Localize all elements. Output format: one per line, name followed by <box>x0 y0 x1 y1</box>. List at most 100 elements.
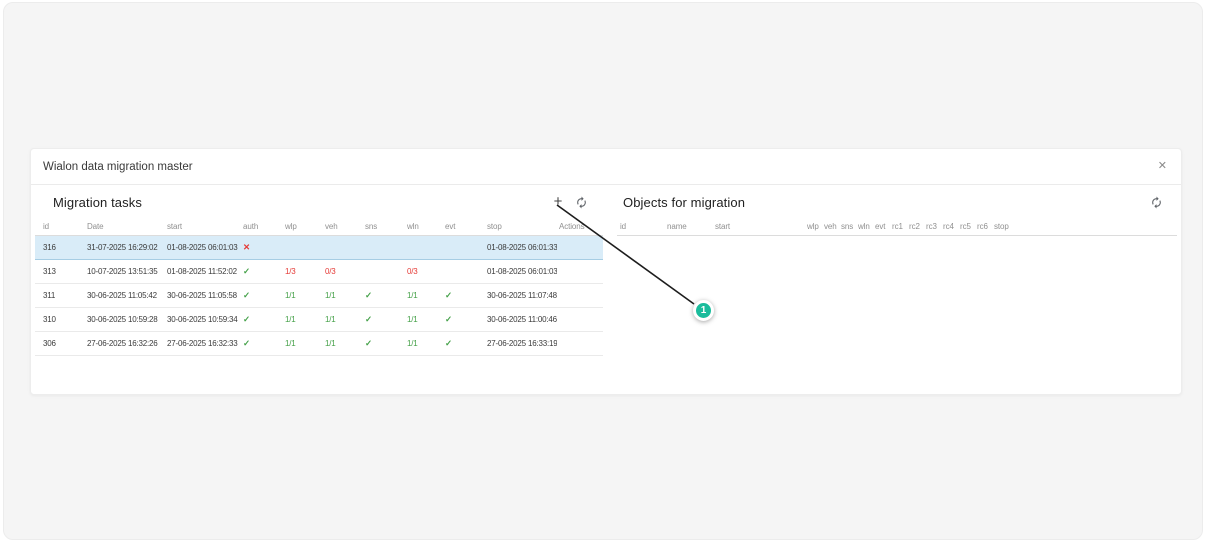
dialog-body: Migration tasks + <box>31 185 1181 394</box>
check-icon: ✓ <box>241 307 283 332</box>
objects-header-row: id name start wlp veh sns wln evt rc1 rc… <box>617 219 1177 236</box>
table-cell: 311 <box>35 283 85 308</box>
objects-panel: Objects for migration <box>617 185 1177 236</box>
table-cell: 30-06-2025 10:59:28 <box>85 307 165 332</box>
column-header-wlp: wlp <box>805 219 822 236</box>
migration-tasks-toolbar: + <box>551 193 603 210</box>
table-cell: 0/3 <box>405 259 443 284</box>
column-header-actions: Actions <box>557 219 603 236</box>
column-header-auth: auth <box>241 219 283 236</box>
column-header-start: start <box>713 219 805 236</box>
table-cell: 310 <box>35 307 85 332</box>
check-icon: ✓ <box>443 307 485 332</box>
table-cell: 30-06-2025 11:05:58 <box>165 283 241 308</box>
table-cell: 1/1 <box>405 283 443 308</box>
refresh-icon <box>1151 196 1161 208</box>
table-cell: 27-06-2025 16:33:19 <box>485 331 557 356</box>
column-header-wlp: wlp <box>283 219 323 236</box>
migration-tasks-table: id Date start auth wlp veh sns wln evt s… <box>35 219 603 356</box>
table-cell: 1/3 <box>283 259 323 284</box>
migration-tasks-panel: Migration tasks + <box>35 185 603 356</box>
check-icon: ✓ <box>443 283 485 308</box>
cross-icon: ✕ <box>241 235 283 260</box>
table-cell <box>443 259 485 284</box>
table-cell: 01-08-2025 06:01:03 <box>485 259 557 284</box>
table-cell <box>557 307 603 332</box>
column-header-rc2: rc2 <box>907 219 924 236</box>
table-cell <box>443 235 485 260</box>
check-icon: ✓ <box>241 259 283 284</box>
column-header-rc5: rc5 <box>958 219 975 236</box>
table-cell <box>557 235 603 260</box>
table-cell <box>323 235 363 260</box>
column-header-rc3: rc3 <box>924 219 941 236</box>
table-cell: 1/1 <box>405 307 443 332</box>
table-cell: 313 <box>35 259 85 284</box>
migration-tasks-title: Migration tasks <box>53 194 142 210</box>
table-cell: 1/1 <box>405 331 443 356</box>
column-header-evt: evt <box>443 219 485 236</box>
table-cell: 01-08-2025 11:52:02 <box>165 259 241 284</box>
objects-table: id name start wlp veh sns wln evt rc1 rc… <box>617 219 1177 236</box>
check-icon: ✓ <box>241 283 283 308</box>
dialog-title: Wialon data migration master <box>43 160 193 173</box>
check-icon: ✓ <box>443 331 485 356</box>
column-header-rc1: rc1 <box>890 219 907 236</box>
table-cell: 1/1 <box>283 331 323 356</box>
table-cell: 10-07-2025 13:51:35 <box>85 259 165 284</box>
table-cell: 30-06-2025 11:07:48 <box>485 283 557 308</box>
column-header-name: name <box>665 219 713 236</box>
table-cell: 30-06-2025 10:59:34 <box>165 307 241 332</box>
table-cell: 0/3 <box>323 259 363 284</box>
refresh-objects-button[interactable] <box>1149 195 1163 209</box>
column-header-start: start <box>165 219 241 236</box>
table-cell: 27-06-2025 16:32:26 <box>85 331 165 356</box>
add-task-button[interactable]: + <box>551 193 565 210</box>
refresh-tasks-button[interactable] <box>574 195 588 209</box>
table-cell: 01-08-2025 06:01:03 <box>165 235 241 260</box>
column-header-rc4: rc4 <box>941 219 958 236</box>
table-cell <box>405 235 443 260</box>
callout-number: 1 <box>700 305 707 316</box>
table-cell: 1/1 <box>283 283 323 308</box>
close-icon[interactable]: ✕ <box>1157 160 1167 172</box>
table-cell: 316 <box>35 235 85 260</box>
plus-icon: + <box>553 193 563 210</box>
table-cell: 01-08-2025 06:01:33 <box>485 235 557 260</box>
table-cell: 30-06-2025 11:00:46 <box>485 307 557 332</box>
check-icon: ✓ <box>363 331 405 356</box>
dialog-header: Wialon data migration master ✕ <box>31 149 1181 185</box>
table-cell <box>557 283 603 308</box>
table-cell: 30-06-2025 11:05:42 <box>85 283 165 308</box>
check-icon: ✓ <box>363 307 405 332</box>
table-cell: 31-07-2025 16:29:02 <box>85 235 165 260</box>
objects-title: Objects for migration <box>623 194 746 210</box>
column-header-veh: veh <box>822 219 839 236</box>
table-cell <box>557 259 603 284</box>
table-cell: 1/1 <box>323 307 363 332</box>
column-header-sns: sns <box>363 219 405 236</box>
column-header-id: id <box>35 219 85 236</box>
column-header-wln: wln <box>405 219 443 236</box>
table-cell: 1/1 <box>323 331 363 356</box>
column-header-sns: sns <box>839 219 856 236</box>
column-header-evt: evt <box>873 219 890 236</box>
table-cell <box>363 259 405 284</box>
refresh-icon <box>576 196 586 208</box>
column-header-stop: stop <box>992 219 1177 236</box>
check-icon: ✓ <box>363 283 405 308</box>
callout-badge: 1 <box>693 300 714 321</box>
migration-tasks-header-row: id Date start auth wlp veh sns wln evt s… <box>35 219 603 236</box>
table-cell: 306 <box>35 331 85 356</box>
column-header-id: id <box>617 219 665 236</box>
migration-master-dialog: Wialon data migration master ✕ Migration… <box>30 148 1182 395</box>
column-header-date: Date <box>85 219 165 236</box>
page-background: Wialon data migration master ✕ Migration… <box>3 2 1203 540</box>
column-header-stop: stop <box>485 219 557 236</box>
